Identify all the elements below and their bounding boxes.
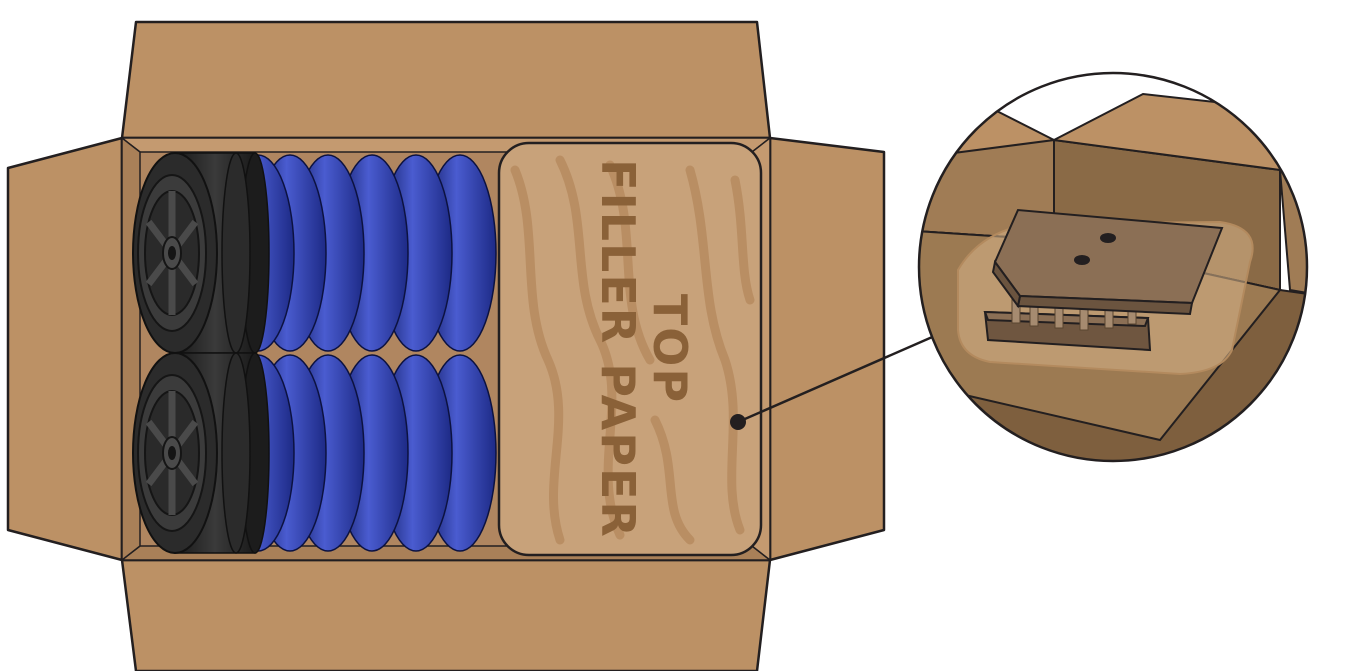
air-spring-row (133, 353, 496, 553)
left-flap (8, 138, 122, 560)
filler-paper: TOP FILLER PAPER (499, 143, 761, 555)
right-flap (770, 138, 884, 560)
top-flap (122, 22, 770, 138)
magnifier-callout-icon (880, 73, 1350, 480)
bottom-flap (122, 560, 770, 671)
spoked-wheel-icon (133, 353, 217, 553)
spoked-wheel-icon (133, 153, 217, 353)
filler-paper-label-line2: FILLER PAPER (591, 159, 645, 539)
air-spring-row (133, 153, 496, 353)
filler-paper-label-line1: TOP (643, 294, 697, 404)
callout-dot (730, 414, 746, 430)
